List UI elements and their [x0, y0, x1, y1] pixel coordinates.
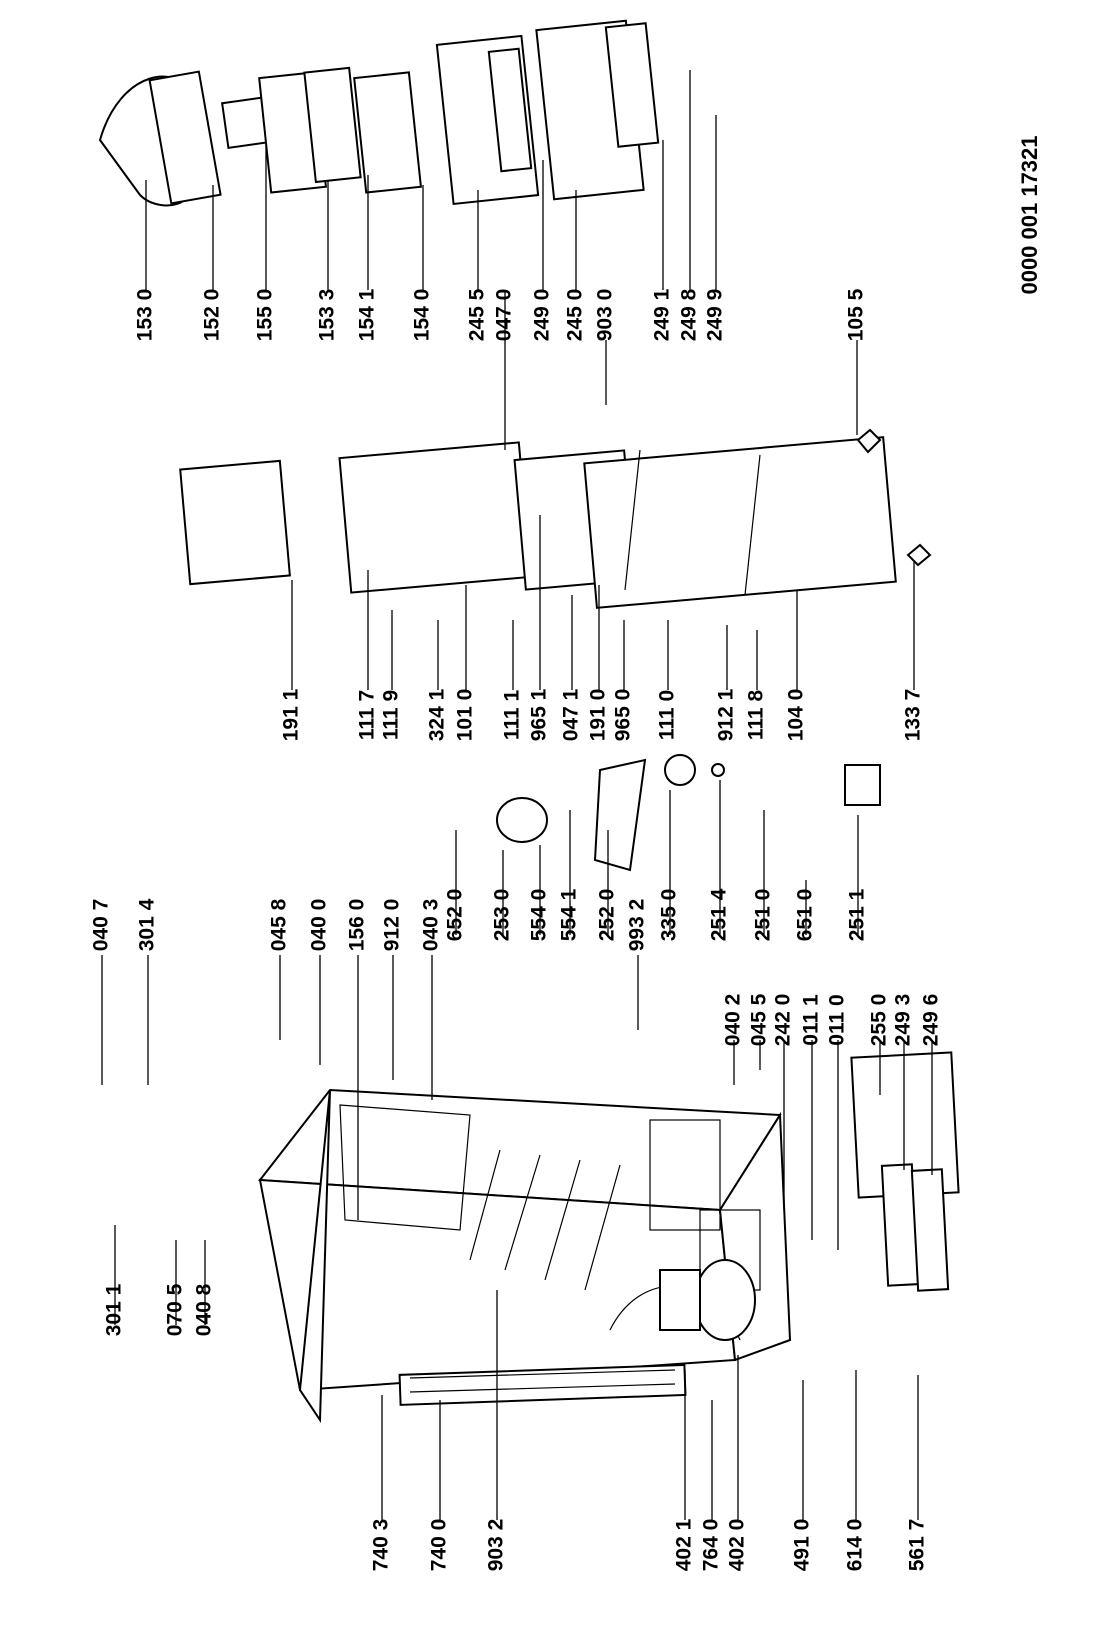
part-label: 764 0 — [700, 1519, 723, 1572]
part-label: 402 0 — [726, 1519, 749, 1572]
part-label: 040 3 — [420, 899, 443, 952]
part-label: 104 0 — [785, 689, 808, 742]
part-label: 105 5 — [845, 288, 868, 341]
part-label: 903 0 — [594, 289, 617, 342]
part-label: 111 1 — [501, 690, 524, 741]
part-label: 903 2 — [485, 1519, 508, 1572]
part-label: 251 0 — [752, 889, 775, 942]
part-label: 402 1 — [673, 1518, 696, 1571]
part-label: 133 7 — [902, 689, 925, 742]
part-label: 156 0 — [346, 899, 369, 952]
part-label: 045 5 — [748, 993, 771, 1046]
part-label: 045 8 — [268, 898, 291, 951]
part-label: 301 1 — [103, 1283, 126, 1336]
part-label: 965 1 — [528, 688, 551, 741]
part-label: 335 0 — [658, 889, 681, 942]
part-label: 652 0 — [444, 889, 467, 942]
part-label: 554 0 — [528, 889, 551, 942]
part-label: 191 1 — [280, 688, 303, 741]
part-label: 155 0 — [254, 289, 277, 342]
part-drawings — [98, 19, 960, 1424]
condenser-drawing — [398, 1363, 687, 1406]
part-label: 245 0 — [564, 289, 587, 342]
part-label: 191 0 — [587, 689, 610, 742]
part-label: 153 3 — [316, 289, 339, 342]
part-label: 011 1 — [800, 994, 823, 1046]
part-label: 111 0 — [656, 690, 679, 740]
part-label: 965 0 — [612, 689, 635, 742]
part-label: 561 7 — [906, 1519, 929, 1572]
part-label: 740 3 — [370, 1519, 393, 1572]
part-label: 152 0 — [201, 289, 224, 342]
part-label: 491 0 — [791, 1519, 814, 1572]
part-label: 912 1 — [715, 688, 738, 741]
part-label: 101 0 — [454, 689, 477, 742]
part-label: 249 8 — [678, 288, 701, 341]
part-label: 153 0 — [134, 289, 157, 342]
doors-drawing — [179, 436, 897, 609]
part-label: 040 7 — [90, 899, 113, 952]
part-label: 251 1 — [846, 888, 869, 941]
part-label: 324 1 — [426, 688, 449, 741]
part-label: 614 0 — [844, 1519, 867, 1572]
door-trays-drawing — [98, 19, 660, 207]
part-label: 111 9 — [380, 690, 403, 740]
part-label: 154 1 — [356, 288, 379, 341]
part-label: 070 5 — [164, 1283, 187, 1336]
part-label: 651 0 — [794, 889, 817, 942]
part-label: 993 2 — [626, 899, 649, 952]
part-label: 249 1 — [651, 288, 674, 341]
part-label: 253 0 — [491, 889, 514, 942]
document-number: 0000 001 17321 — [1017, 135, 1042, 294]
part-label: 255 0 — [868, 994, 891, 1047]
part-label: 245 5 — [466, 288, 489, 341]
part-label: 252 0 — [596, 889, 619, 942]
part-label: 912 0 — [381, 899, 404, 952]
part-label: 251 4 — [708, 888, 731, 941]
part-label: 249 9 — [704, 289, 727, 342]
part-label: 011 0 — [826, 994, 849, 1045]
part-label: 047 1 — [560, 688, 583, 741]
part-label: 301 4 — [136, 898, 159, 951]
part-label: 242 0 — [772, 994, 795, 1047]
compressor-drawing — [659, 1259, 756, 1341]
part-label: 554 1 — [558, 888, 581, 941]
part-label: 040 0 — [308, 899, 331, 952]
part-label: 111 8 — [745, 690, 768, 741]
cabinet-drawing — [258, 1088, 792, 1424]
part-label: 249 0 — [531, 289, 554, 342]
part-label: 740 0 — [428, 1519, 451, 1572]
part-label: 249 6 — [920, 994, 943, 1047]
part-label: 040 2 — [722, 994, 745, 1047]
part-label: 047 0 — [493, 289, 516, 342]
part-label: 154 0 — [411, 289, 434, 342]
part-label: 111 7 — [356, 690, 379, 740]
part-label: 249 3 — [892, 994, 915, 1047]
part-label: 040 8 — [193, 1283, 216, 1336]
leader-lines — [101, 70, 933, 1520]
